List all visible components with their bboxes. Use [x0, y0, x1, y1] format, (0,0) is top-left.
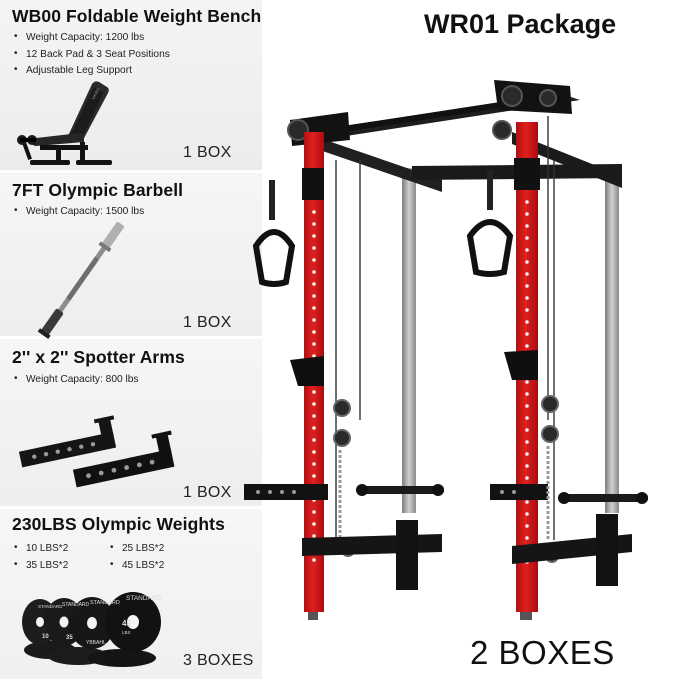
barbell-quantity: 1 BOX: [183, 314, 232, 331]
bench-feature: Adjustable Leg Support: [14, 64, 170, 76]
olympic-weights-illustration: STANDARD STANDARD STANDARD STANDARD 10 3…: [22, 592, 162, 667]
post-hole: [312, 318, 316, 322]
post-hole: [312, 462, 316, 466]
spotter-arms-panel: [0, 338, 262, 508]
post-hole: [525, 236, 529, 240]
weights-feature: 45 LBS*2: [110, 559, 230, 571]
post-hole: [525, 428, 529, 432]
barbell-feature: Weight Capacity: 1500 lbs: [14, 205, 144, 217]
plate-brand-label-reversed: YBBAHL: [86, 640, 106, 646]
weights-feature: 35 LBS*2: [14, 559, 110, 571]
post-hole: [312, 330, 316, 334]
post-hole: [312, 438, 316, 442]
post-hole: [525, 452, 529, 456]
panel-divider: [0, 170, 262, 173]
post-hole: [525, 404, 529, 408]
spotter-arms-quantity: 1 BOX: [183, 484, 232, 501]
post-hole: [312, 270, 316, 274]
weights-features: 10 LBS*2 25 LBS*2 35 LBS*2 45 LBS*2: [14, 542, 254, 571]
post-hole: [525, 308, 529, 312]
post-hole: [312, 210, 316, 214]
post-hole: [312, 522, 316, 526]
post-hole: [525, 512, 529, 516]
post-hole: [312, 414, 316, 418]
plate-weight-label: 45: [122, 619, 131, 628]
post-hole: [312, 426, 316, 430]
post-hole: [525, 296, 529, 300]
spotter-arms-features: Weight Capacity: 800 lbs: [14, 373, 139, 391]
barbell-features: Weight Capacity: 1500 lbs: [14, 205, 144, 223]
package-title: WR01 Package: [424, 9, 617, 39]
post-hole: [525, 200, 529, 204]
post-hole: [312, 306, 316, 310]
post-hole: [525, 248, 529, 252]
panel-divider: [0, 506, 262, 509]
post-hole: [525, 440, 529, 444]
weights-feature: 10 LBS*2: [14, 542, 110, 554]
post-hole: [525, 476, 529, 480]
post-hole: [312, 222, 316, 226]
weights-feature: 25 LBS*2: [110, 542, 230, 554]
post-hole: [525, 260, 529, 264]
post-hole: [312, 294, 316, 298]
plate-weight-label: 35: [66, 635, 73, 641]
bench-features: Weight Capacity: 1200 lbs 12 Back Pad & …: [14, 31, 170, 82]
post-hole: [312, 402, 316, 406]
plate-brand-label: STANDARD: [90, 600, 120, 606]
svg-text:VIKRO: VIKRO: [90, 87, 100, 100]
panel-divider: [0, 336, 262, 339]
post-hole: [312, 354, 316, 358]
post-hole: [525, 464, 529, 468]
olympic-barbell-illustration: [37, 222, 124, 339]
post-hole: [525, 416, 529, 420]
post-hole: [525, 380, 529, 384]
bench-title: WB00 Foldable Weight Bench: [12, 6, 262, 26]
plate-unit-label: LBS: [122, 630, 131, 635]
post-hole: [525, 332, 529, 336]
post-hole: [312, 234, 316, 238]
post-hole: [525, 272, 529, 276]
spotter-arms-illustration: [18, 415, 175, 488]
post-hole: [312, 342, 316, 346]
post-hole: [525, 212, 529, 216]
bench-quantity: 1 BOX: [183, 144, 232, 161]
post-hole: [312, 246, 316, 250]
power-rack-illustration: [244, 80, 648, 620]
plate-brand-label: STANDARD: [38, 604, 63, 609]
post-hole: [312, 390, 316, 394]
post-hole: [525, 536, 529, 540]
package-quantity: 2 BOXES: [470, 634, 615, 671]
post-hole: [312, 258, 316, 262]
weights-title: 230LBS Olympic Weights: [12, 514, 225, 534]
barbell-title: 7FT Olympic Barbell: [12, 180, 184, 200]
post-hole: [312, 474, 316, 478]
post-hole: [312, 510, 316, 514]
post-hole: [525, 524, 529, 528]
post-hole: [525, 284, 529, 288]
bench-feature: 12 Back Pad & 3 Seat Positions: [14, 48, 170, 60]
post-hole: [525, 500, 529, 504]
post-hole: [312, 534, 316, 538]
barbell-panel: [0, 172, 262, 338]
weights-quantity: 3 BOXES: [183, 652, 254, 669]
post-hole: [525, 320, 529, 324]
plate-weight-label: 10: [42, 634, 49, 640]
spotter-arms-feature: Weight Capacity: 800 lbs: [14, 373, 139, 385]
post-hole: [312, 282, 316, 286]
post-hole: [312, 450, 316, 454]
post-hole: [312, 558, 316, 562]
plate-brand-label: STANDARD: [126, 595, 162, 602]
post-hole: [525, 344, 529, 348]
spotter-arms-title: 2'' x 2'' Spotter Arms: [12, 347, 185, 367]
bench-feature: Weight Capacity: 1200 lbs: [14, 31, 170, 43]
plate-brand-label: STANDARD: [62, 602, 90, 608]
weight-bench-illustration: VIKRO: [17, 81, 112, 165]
post-hole: [525, 392, 529, 396]
post-hole: [525, 224, 529, 228]
